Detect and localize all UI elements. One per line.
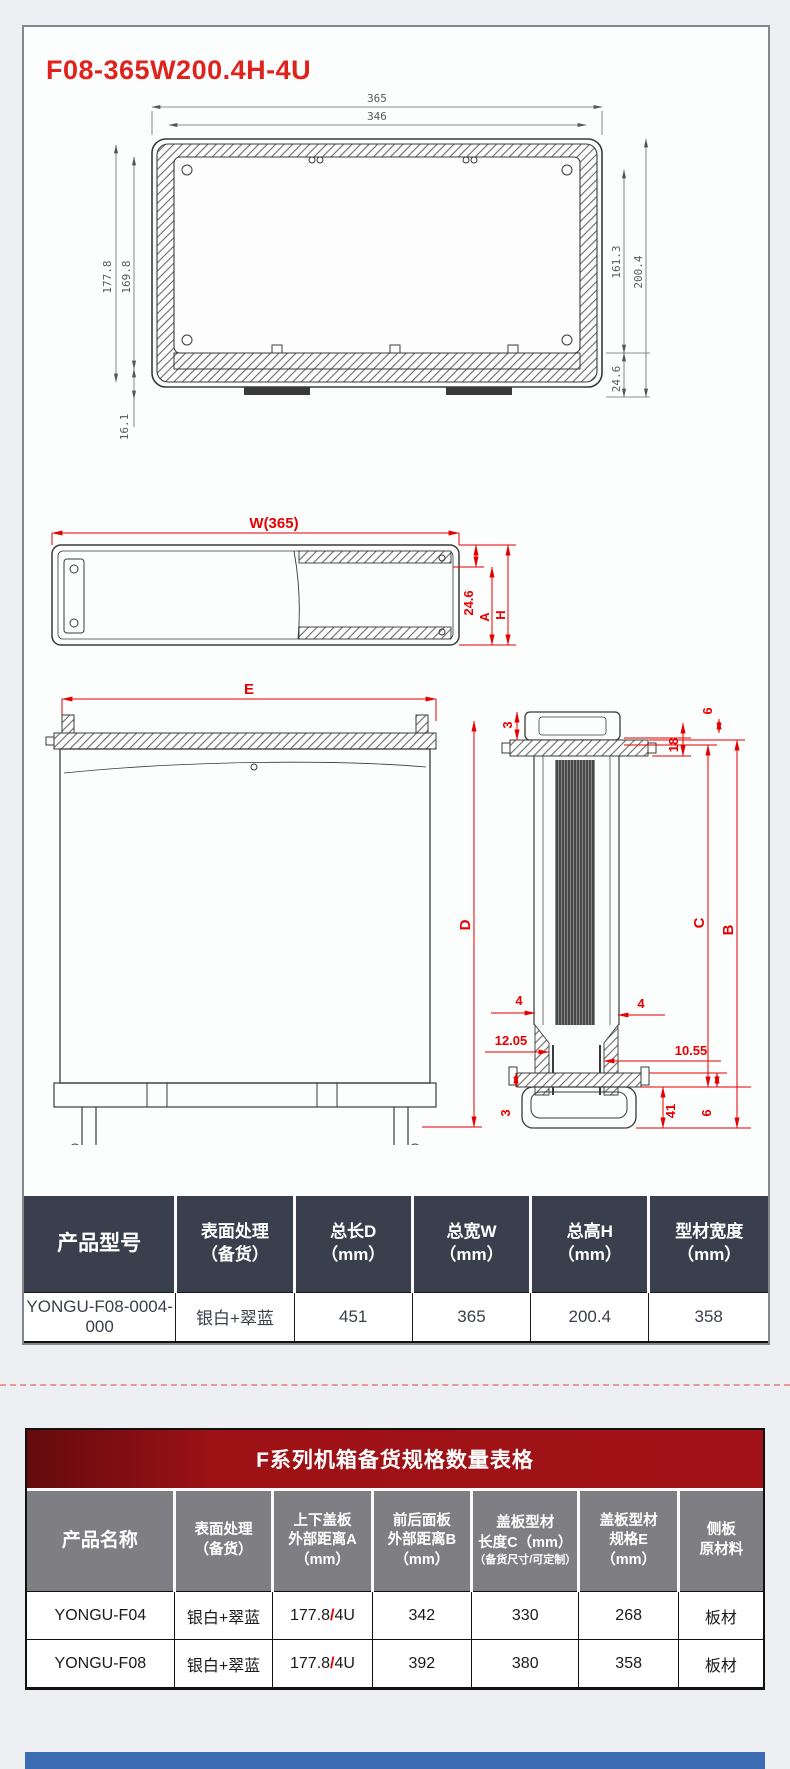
spec-col-profile: 型材宽度（mm） bbox=[647, 1196, 768, 1292]
stock-f04-c: 330 bbox=[471, 1591, 580, 1640]
page-title: F08-365W200.4H-4U bbox=[46, 55, 312, 85]
stock-f08-side: 板材 bbox=[677, 1639, 763, 1688]
stock-table-section: F系列机箱备货规格数量表格 产品名称 表面处理（备货） 上下盖板外部距离A（mm… bbox=[25, 1428, 765, 1690]
stock-table-header-row: 产品名称 表面处理（备货） 上下盖板外部距离A（mm） 前后面板外部距离B（mm… bbox=[27, 1488, 763, 1592]
section-separator bbox=[0, 1384, 790, 1386]
side-view: E bbox=[45, 681, 482, 1145]
dim-41: 41 bbox=[663, 1104, 678, 1118]
spec-finish: 银白+翠蓝 bbox=[175, 1291, 295, 1343]
stock-f08-name: YONGU-F08 bbox=[27, 1639, 175, 1688]
dim-200-4: 200.4 bbox=[632, 255, 645, 288]
dim-left-4: 4 bbox=[515, 993, 523, 1008]
technical-drawings: F08-365W200.4H-4U 365 346 bbox=[24, 27, 768, 1195]
spec-table: 产品型号 表面处理（备货） 总长D（mm） 总宽W（mm） 总高H（mm） 型材… bbox=[24, 1196, 768, 1343]
dim-346: 346 bbox=[367, 110, 387, 123]
stock-f04-a: 177.8/4U bbox=[272, 1591, 373, 1640]
spec-model: YONGU-F08-0004-000 bbox=[24, 1291, 177, 1343]
dim-161-3: 161.3 bbox=[610, 245, 623, 278]
dim-c: C bbox=[691, 917, 708, 928]
stock-col-c: 盖板型材长度C（mm）（备货尺寸/可定制） bbox=[470, 1488, 579, 1592]
end-section-view: 3 18 6 C B 4 4 12.05 10.55 bbox=[485, 707, 751, 1129]
dim-365: 365 bbox=[367, 92, 387, 105]
front-section-view: 365 346 177.8 bbox=[101, 92, 650, 441]
spec-width-w: 365 bbox=[411, 1291, 532, 1343]
dim-24-6-top: 24.6 bbox=[461, 590, 476, 615]
stock-col-e: 盖板型材规格E（mm） bbox=[577, 1488, 679, 1592]
spec-profile-width: 358 bbox=[648, 1291, 768, 1343]
spec-table-data-row: YONGU-F08-0004-000 银白+翠蓝 451 365 200.4 3… bbox=[24, 1291, 768, 1343]
stock-col-finish: 表面处理（备货） bbox=[172, 1488, 273, 1592]
drawing-panel: F08-365W200.4H-4U 365 346 bbox=[22, 25, 770, 1345]
dim-16-1: 16.1 bbox=[118, 414, 131, 441]
stock-row-f08: YONGU-F08 银白+翠蓝 177.8/4U 392 380 358 板材 bbox=[27, 1639, 763, 1688]
stock-f08-a: 177.8/4U bbox=[272, 1639, 373, 1688]
stock-f04-b: 342 bbox=[371, 1591, 473, 1640]
stock-f04-finish: 银白+翠蓝 bbox=[173, 1591, 274, 1640]
stock-f08-e: 358 bbox=[578, 1639, 679, 1688]
spec-length-d: 451 bbox=[293, 1291, 413, 1343]
dim-w365: W(365) bbox=[249, 517, 298, 532]
dim-a: A bbox=[477, 612, 492, 622]
stock-f04-e: 268 bbox=[578, 1591, 679, 1640]
spec-col-height: 总高H（mm） bbox=[529, 1196, 649, 1292]
stock-col-side: 侧板原材料 bbox=[676, 1488, 763, 1592]
dim-10-55: 10.55 bbox=[675, 1043, 708, 1058]
stock-table: 产品名称 表面处理（备货） 上下盖板外部距离A（mm） 前后面板外部距离B（mm… bbox=[27, 1488, 763, 1688]
stock-f08-b: 392 bbox=[371, 1639, 473, 1688]
stock-f04-side: 板材 bbox=[677, 1591, 763, 1640]
footer-blue-bar bbox=[25, 1752, 765, 1769]
stock-f08-c: 380 bbox=[471, 1639, 580, 1688]
stock-f04-name: YONGU-F04 bbox=[27, 1591, 175, 1640]
stock-col-a: 上下盖板外部距离A（mm） bbox=[271, 1488, 373, 1592]
dim-right-4: 4 bbox=[637, 996, 645, 1011]
dim-bottom-6: 6 bbox=[699, 1109, 714, 1116]
dim-169-8: 169.8 bbox=[120, 260, 133, 293]
dim-177-8: 177.8 bbox=[101, 260, 114, 293]
dim-top-3: 3 bbox=[500, 721, 515, 728]
spec-col-length: 总长D（mm） bbox=[292, 1196, 413, 1292]
stock-table-title: F系列机箱备货规格数量表格 bbox=[27, 1430, 763, 1488]
stock-f08-finish: 银白+翠蓝 bbox=[173, 1639, 274, 1688]
stock-row-f04: YONGU-F04 银白+翠蓝 177.8/4U 342 330 268 板材 bbox=[27, 1591, 763, 1640]
spec-height-h: 200.4 bbox=[530, 1291, 650, 1343]
dim-d: D bbox=[457, 919, 474, 930]
spec-col-finish: 表面处理（备货） bbox=[174, 1196, 295, 1292]
spec-table-header-row: 产品型号 表面处理（备货） 总长D（mm） 总宽W（mm） 总高H（mm） 型材… bbox=[24, 1196, 768, 1292]
stock-col-b: 前后面板外部距离B（mm） bbox=[370, 1488, 472, 1592]
spec-col-width: 总宽W（mm） bbox=[410, 1196, 531, 1292]
dim-top-6: 6 bbox=[700, 707, 715, 714]
dim-h: H bbox=[493, 610, 508, 619]
stock-col-name: 产品名称 bbox=[27, 1488, 175, 1592]
dim-12-05: 12.05 bbox=[495, 1033, 528, 1048]
dim-e: E bbox=[244, 681, 254, 698]
top-view: W(365) 24.6 A H bbox=[51, 517, 516, 646]
dim-b: B bbox=[720, 924, 737, 935]
dim-bottom-3: 3 bbox=[498, 1109, 513, 1116]
dim-24-6: 24.6 bbox=[610, 366, 623, 393]
spec-col-model: 产品型号 bbox=[24, 1196, 176, 1292]
